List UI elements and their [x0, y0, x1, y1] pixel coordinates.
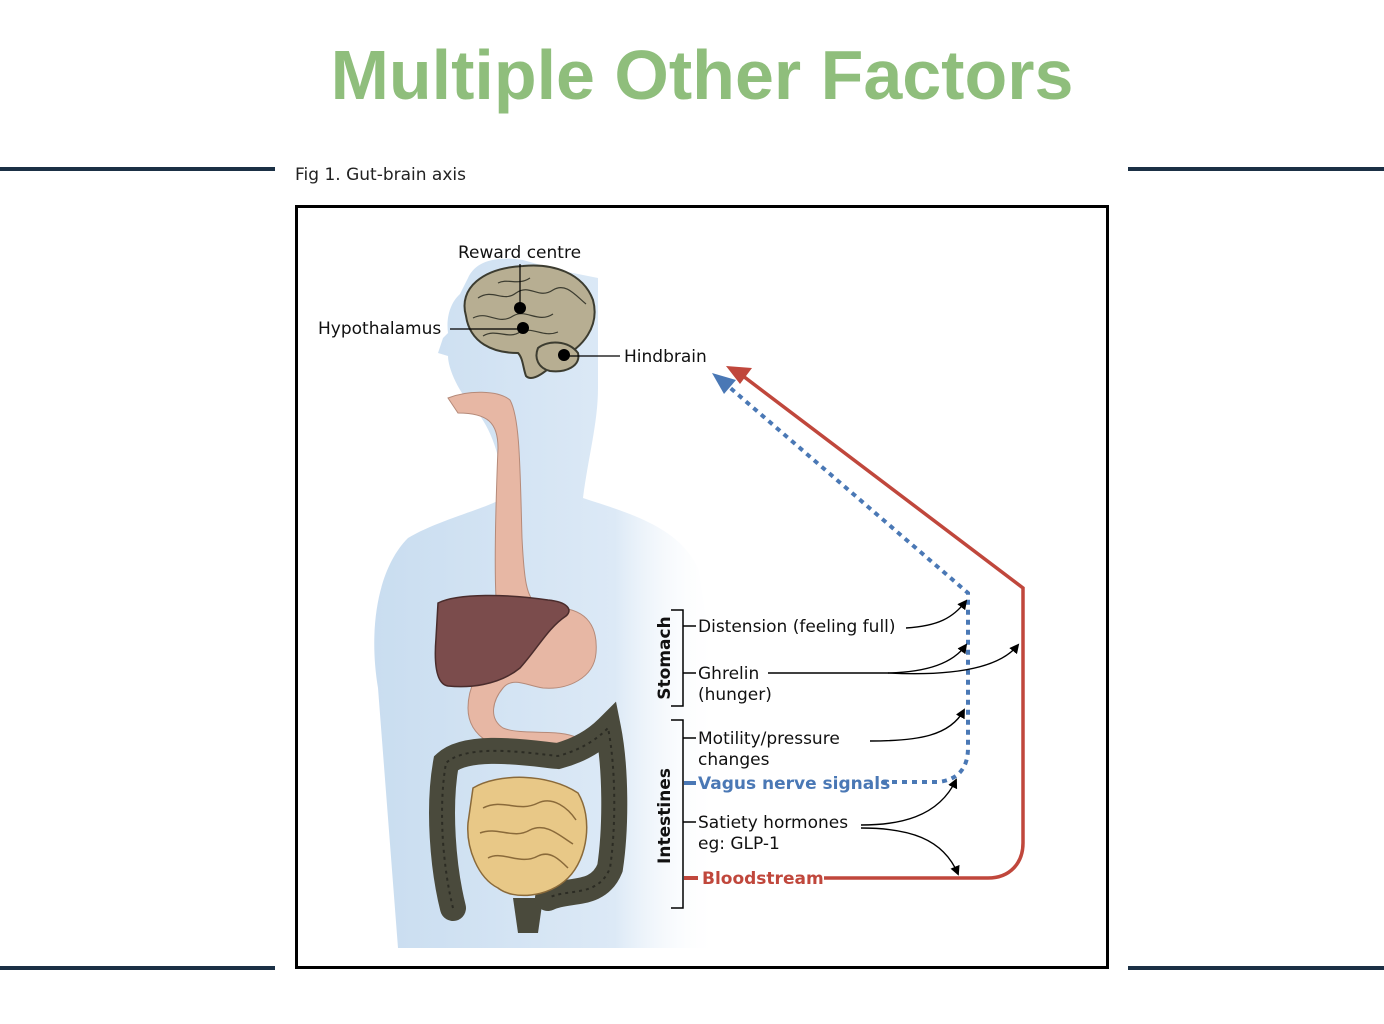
rectum [513, 898, 543, 933]
hindbrain-dot [558, 349, 570, 361]
satiety-vagus-arrow [860, 778, 958, 826]
motility-arrow [869, 708, 965, 742]
intestines-bracket [671, 719, 684, 909]
right-bottom-rule [1128, 966, 1384, 970]
liver [434, 594, 570, 688]
bloodstream-arrowhead [726, 366, 752, 384]
hindbrain-label: Hindbrain [624, 347, 707, 367]
glp1-label: eg: GLP-1 [698, 834, 780, 854]
bloodstream-path [741, 374, 1025, 880]
figure-frame: Reward centre Hypothalamus Hindbrain Sto… [295, 205, 1109, 969]
figure-caption: Fig 1. Gut-brain axis [295, 165, 466, 185]
right-top-rule [1128, 167, 1384, 171]
stomach-group-label: Stomach [655, 616, 675, 699]
ghrelin-blood-arrow [887, 643, 1020, 675]
satiety-hormones-label: Satiety hormones [698, 813, 848, 833]
slide-title: Multiple Other Factors [330, 36, 1074, 114]
distension-label: Distension (feeling full) [698, 617, 896, 637]
hypothalamus-label: Hypothalamus [318, 319, 441, 339]
vagus-nerve-path [726, 384, 970, 784]
satiety-blood-arrow [860, 827, 960, 876]
vagus-arrowhead [712, 373, 736, 394]
intestines-group-label: Intestines [655, 768, 675, 864]
pressure-changes-label: changes [698, 750, 770, 770]
reward-centre-label: Reward centre [458, 243, 581, 263]
left-top-rule [0, 167, 275, 171]
bloodstream-label: Bloodstream [702, 869, 824, 889]
stomach-bracket [671, 609, 684, 707]
motility-label: Motility/pressure [698, 729, 840, 749]
gut-brain-diagram: Reward centre Hypothalamus Hindbrain Sto… [318, 243, 1025, 948]
hunger-label: (hunger) [698, 685, 772, 705]
ghrelin-label: Ghrelin [698, 664, 759, 684]
distension-arrow [905, 599, 968, 629]
vagus-label: Vagus nerve signals [698, 774, 890, 794]
ghrelin-vagus-arrow [768, 643, 968, 674]
left-bottom-rule [0, 966, 275, 970]
hypothalamus-dot [517, 322, 529, 334]
small-intestine [467, 776, 588, 897]
